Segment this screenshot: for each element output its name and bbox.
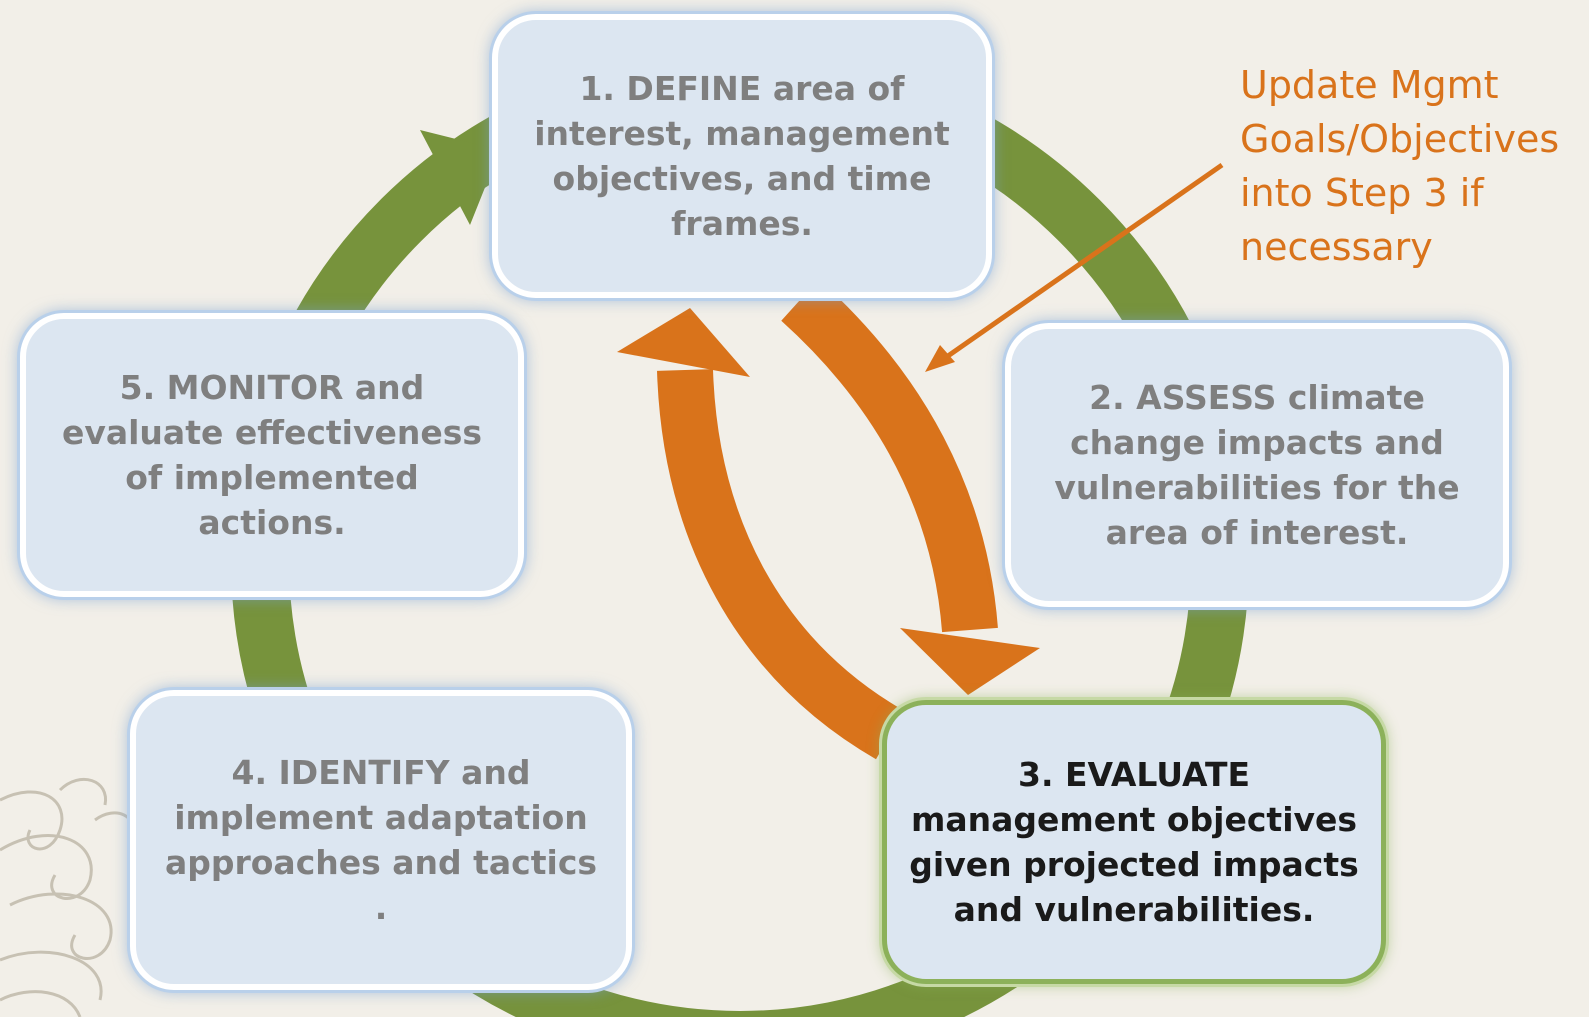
feedback-arrow-down xyxy=(781,279,998,633)
step-line: interest, management xyxy=(534,114,950,153)
swirl-ornament-icon xyxy=(0,777,135,1017)
feedback-arrowhead-down-icon xyxy=(900,628,1040,695)
step-line: and vulnerabilities. xyxy=(953,890,1315,929)
step-line: of implemented xyxy=(125,458,419,497)
step-line: actions. xyxy=(198,503,346,542)
note-line: Goals/Objectives xyxy=(1240,117,1560,161)
step-line: 3. EVALUATE xyxy=(1017,755,1251,794)
step-4-text: 4. IDENTIFY and implement adaptation app… xyxy=(158,750,604,930)
note-line: into Step 3 if xyxy=(1240,171,1484,215)
note-line: Update Mgmt xyxy=(1240,63,1499,107)
note-pointer-line xyxy=(933,162,1224,368)
step-1-define-box: 1. DEFINE area of interest, management o… xyxy=(492,14,992,298)
step-line: approaches and tactics . xyxy=(164,843,598,927)
feedback-arrow-up xyxy=(657,369,905,760)
step-line: evaluate effectiveness xyxy=(61,413,483,452)
step-5-text: 5. MONITOR and evaluate effectiveness of… xyxy=(62,365,482,545)
step-line: 4. IDENTIFY and xyxy=(231,753,531,792)
step-line: given projected impacts xyxy=(909,845,1359,884)
step-line: frames. xyxy=(671,204,813,243)
step-2-text: 2. ASSESS climate change impacts and vul… xyxy=(1054,375,1459,555)
step-line: vulnerabilities for the xyxy=(1054,468,1460,507)
step-3-text: 3. EVALUATE management objectives given … xyxy=(909,752,1358,932)
note-line: necessary xyxy=(1240,225,1433,269)
cycle-arrowhead-icon xyxy=(420,130,500,225)
step-line: implement adaptation xyxy=(174,798,588,837)
step-line: 2. ASSESS climate xyxy=(1089,378,1425,417)
step-line: change impacts and xyxy=(1070,423,1444,462)
feedback-arrowhead-up-icon xyxy=(617,308,750,377)
step-1-text: 1. DEFINE area of interest, management o… xyxy=(534,66,950,246)
update-goals-note: Update Mgmt Goals/Objectives into Step 3… xyxy=(1240,58,1580,274)
step-line: objectives, and time xyxy=(552,159,932,198)
step-5-monitor-box: 5. MONITOR and evaluate effectiveness of… xyxy=(20,313,524,597)
step-line: 5. MONITOR and xyxy=(119,368,425,407)
step-2-assess-box: 2. ASSESS climate change impacts and vul… xyxy=(1005,323,1509,607)
note-pointer-arrowhead-icon xyxy=(925,345,955,372)
step-line: management objectives xyxy=(910,800,1358,839)
step-line: area of interest. xyxy=(1105,513,1409,552)
step-3-evaluate-box: 3. EVALUATE management objectives given … xyxy=(882,700,1386,984)
step-line: 1. DEFINE area of xyxy=(579,69,905,108)
step-4-identify-box: 4. IDENTIFY and implement adaptation app… xyxy=(130,690,632,990)
